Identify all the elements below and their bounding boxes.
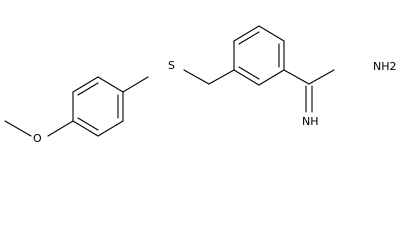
benzamidine-ring (233, 25, 285, 86)
oxygen-atom-label: O (33, 132, 42, 145)
structure-diagram: O S NH2 NH (4, 25, 397, 145)
bond-ring2-amidine-carbon (283, 69, 310, 85)
bond-methyl-oxygen (4, 120, 32, 137)
amine-atom-label: NH2 (373, 60, 397, 73)
bond-ring1-sulfur (122, 76, 149, 93)
bond-methylene-ring2 (208, 69, 235, 85)
bond-amidine-carbon-amine (308, 69, 335, 85)
sulfur-atom-label: S (168, 59, 175, 72)
methoxyphenyl-ring (72, 76, 124, 137)
molecule-canvas: O S NH2 NH (4, 25, 397, 145)
imine-atom-label: NH (302, 115, 319, 128)
bond-oxygen-ring1 (47, 120, 74, 137)
bond-sulfur-methylene (183, 69, 210, 85)
